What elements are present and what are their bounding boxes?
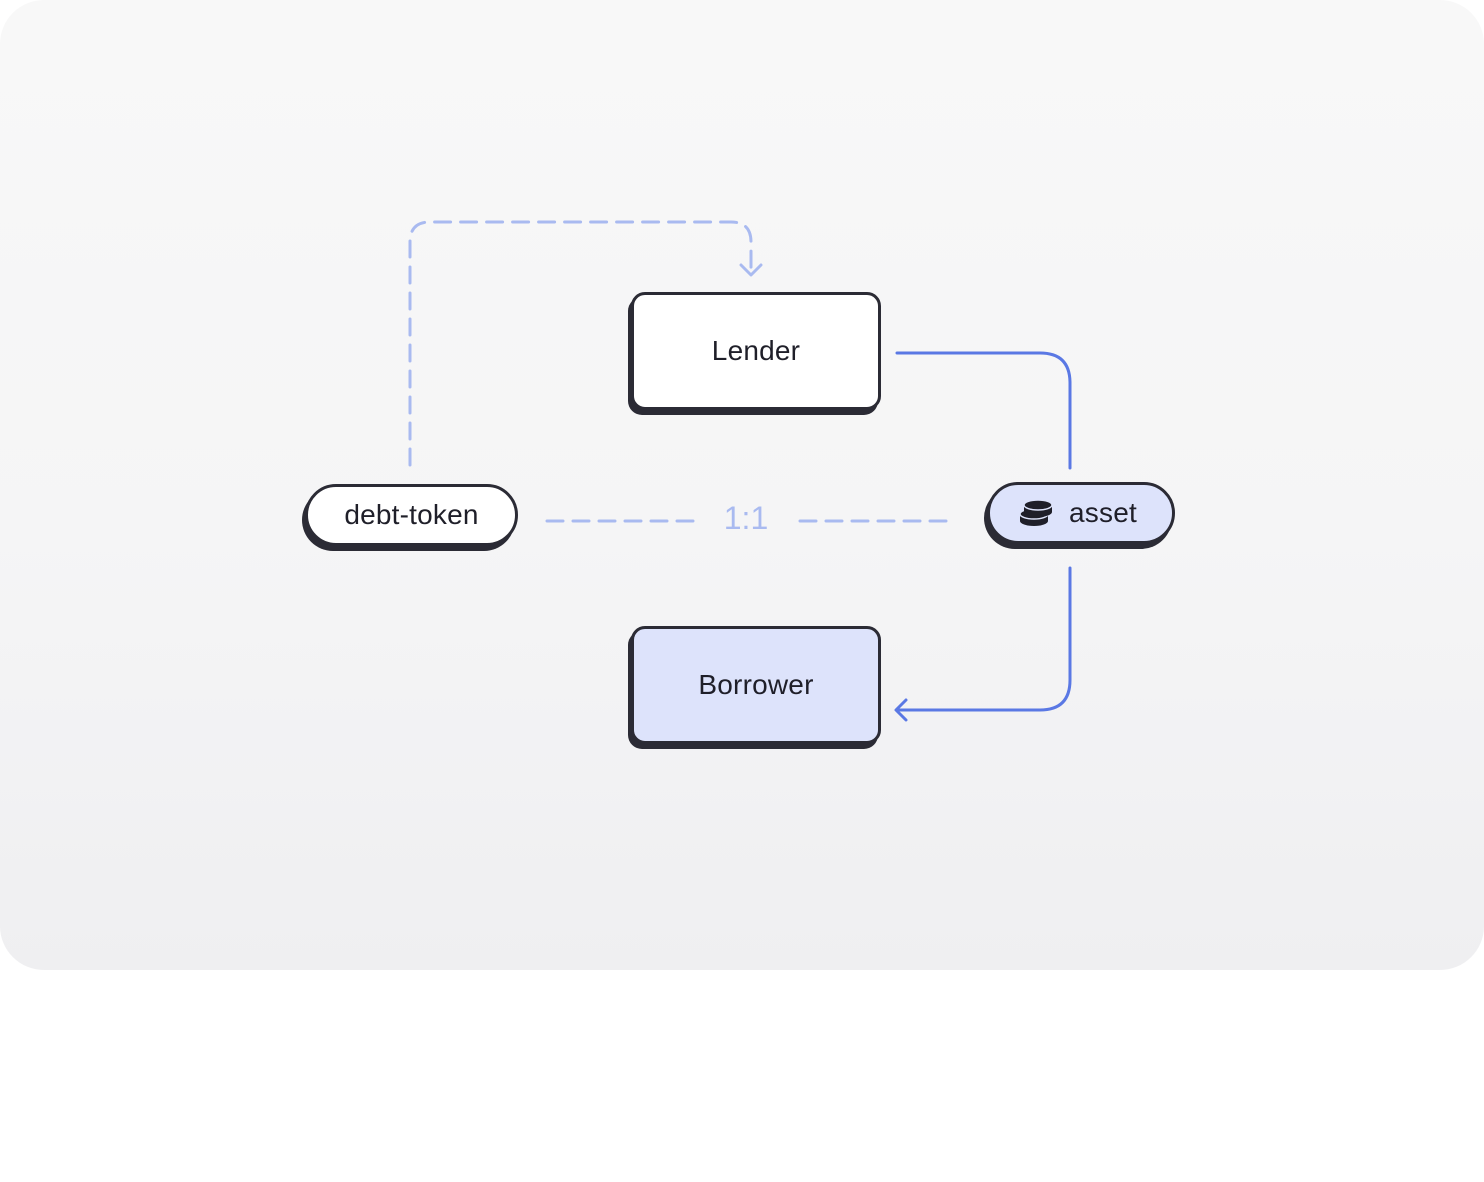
- asset-to-borrower-connector: [896, 566, 1072, 712]
- borrower-node: Borrower: [631, 626, 881, 744]
- lender-node: Lender: [631, 292, 881, 410]
- debt-token-to-lender-connector: [408, 220, 753, 467]
- asset-label: asset: [1069, 497, 1137, 528]
- asset-to-borrower-arrowhead: [894, 698, 908, 722]
- diagram-panel: [0, 0, 1484, 970]
- asset-node: asset: [987, 482, 1175, 544]
- lender-to-asset-connector: [895, 351, 1072, 470]
- debt-token-label: debt-token: [344, 499, 479, 530]
- debt-token-to-lender-arrowhead: [739, 263, 763, 277]
- debt-token-node: debt-token: [305, 484, 518, 546]
- ratio-label: 1:1: [723, 499, 769, 536]
- lender-label: Lender: [711, 335, 801, 366]
- coins-stack-icon: [1019, 499, 1053, 526]
- borrower-label: Borrower: [698, 669, 814, 700]
